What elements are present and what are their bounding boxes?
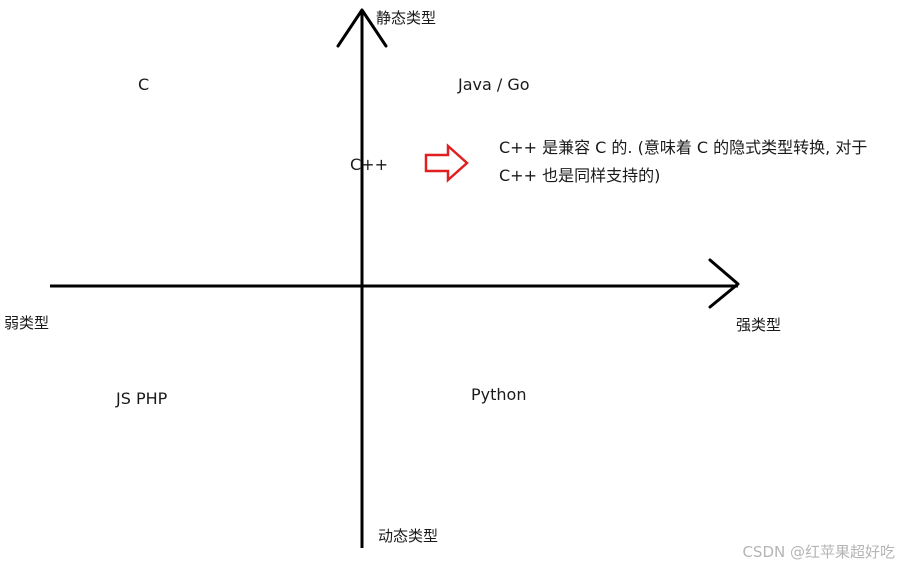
language-cpp: C++ [350, 155, 388, 174]
note-line-1: C++ 是兼容 C 的. (意味着 C 的隐式类型转换, 对于 [499, 138, 868, 157]
axis-label-strong: 强类型 [736, 316, 782, 334]
language-js-php: JS PHP [116, 389, 168, 408]
language-c: C [138, 75, 150, 94]
note-line-2: C++ 也是同样支持的) [499, 166, 661, 185]
axis-label-weak: 弱类型 [4, 314, 50, 332]
red-arrow-icon [424, 143, 469, 183]
cpp-compatibility-note: C++ 是兼容 C 的. (意味着 C 的隐式类型转换, 对于 C++ 也是同样… [499, 134, 867, 190]
language-python: Python [471, 385, 527, 404]
axis-label-dynamic: 动态类型 [378, 527, 439, 545]
axis-label-static: 静态类型 [376, 9, 437, 27]
vertical-axis-arrowhead [336, 8, 388, 48]
language-java-go: Java / Go [458, 75, 530, 94]
watermark: CSDN @红苹果超好吃 [742, 543, 895, 561]
horizontal-axis-arrowhead [708, 258, 740, 309]
